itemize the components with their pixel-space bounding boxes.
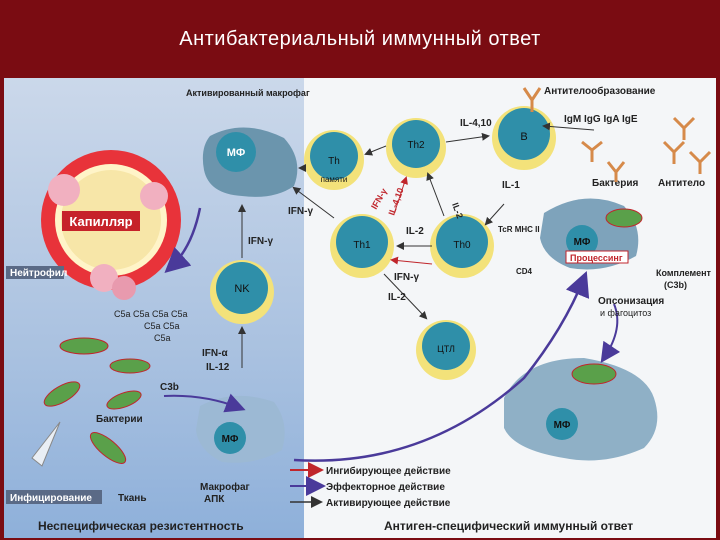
th0-label: Th0 — [453, 240, 471, 251]
th2-label: Th2 — [407, 140, 425, 151]
complement-label: Комплемент — [656, 268, 712, 278]
neutrophil-label-bg — [6, 266, 64, 279]
apc-label: АПК — [204, 494, 225, 505]
complement-c3b-label: (C3b) — [664, 280, 687, 290]
neutrophil-cell — [48, 174, 80, 206]
slide-title: Антибактериальный иммунный ответ — [179, 28, 541, 50]
ifn-alpha-label: IFN-α — [202, 348, 228, 359]
cd4-label: CD4 — [516, 267, 533, 276]
th1-label: Th1 — [353, 240, 371, 251]
capillary: Капилляр — [41, 150, 181, 300]
nonspecific-label: Неспецифическая резистентность — [38, 519, 244, 533]
cytokine-label: IL-4,10 — [460, 118, 492, 129]
activated-macrophage-label: Активированный макрофаг — [186, 88, 310, 98]
legend-effector: Эффекторное действие — [326, 481, 445, 493]
infection-label: Инфицирование — [10, 492, 92, 504]
cytokine-label: IFN-γ — [369, 187, 389, 211]
capillary-label: Капилляр — [69, 214, 132, 229]
bacterium — [571, 363, 617, 385]
memory-label: памяти — [321, 175, 348, 184]
processing-label: Процессинг — [570, 253, 623, 263]
needle — [31, 421, 61, 467]
mf-label: МФ — [222, 434, 239, 445]
cytokine-label: IFN-γ — [394, 272, 419, 283]
mf-label: МФ — [554, 420, 571, 431]
cytokine-label: IL-1 — [502, 180, 520, 191]
cytokine-label: IL-2 — [388, 292, 406, 303]
cytokine-label: IFN-γ — [288, 206, 313, 217]
legend-inhibit: Ингибирующее действие — [326, 465, 451, 477]
arrows — [163, 122, 621, 462]
cytokine-label: IL-4,10 — [386, 186, 405, 216]
antibody-label: Антитело — [658, 178, 705, 189]
il12-label: IL-12 — [206, 362, 230, 373]
bacteria-left-label: Бактерии — [96, 414, 143, 425]
b-label: В — [520, 131, 527, 143]
opsonization-label: Опсонизация — [598, 296, 664, 307]
antibody-formation-label: Антителообразование — [544, 85, 656, 97]
cytokine-label: IFN-γ — [248, 236, 273, 247]
antigen-specific-label: Антиген-специфический иммунный ответ — [384, 519, 633, 533]
nk-label: NK — [234, 283, 250, 295]
diagram-panel: Капилляр Нейтрофил C5a C5a C5a C5a C5a C… — [4, 78, 716, 538]
mf-label: МФ — [227, 147, 246, 159]
phagocytosing-macrophage — [504, 358, 658, 461]
legend: Ингибирующее действие Эффекторное действ… — [290, 462, 451, 509]
c5a-label: C5a C5a — [144, 321, 180, 331]
antibody-shapes — [522, 87, 712, 182]
slide-header: Антибактериальный иммунный ответ — [0, 0, 720, 78]
c5a-label: C5a — [154, 333, 171, 343]
diagram-svg: Капилляр Нейтрофил C5a C5a C5a C5a C5a C… — [6, 85, 712, 533]
ctl-label: ЦТЛ — [437, 344, 455, 354]
neutrophil-label: Нейтрофил — [10, 267, 67, 279]
legend-activate: Активирующее действие — [326, 498, 451, 509]
infection-label-bg — [6, 490, 102, 504]
macrophage-apc-label: Макрофаг — [200, 481, 250, 493]
tcr-label: TcR MHC II — [498, 225, 540, 234]
cytokine-label: IL-2 — [406, 226, 424, 237]
bacterium — [605, 208, 643, 228]
tissue-label: Ткань — [118, 493, 146, 504]
phagocytosis-label: и фагоцитоз — [600, 308, 651, 318]
neutrophil-cell — [112, 276, 136, 300]
capillary-label-bg — [62, 211, 140, 231]
c5a-label: C5a C5a C5a C5a — [114, 309, 188, 319]
c3b-label: C3b — [160, 382, 179, 393]
bacterium-label: Бактерия — [592, 178, 638, 189]
neutrophil-cell — [140, 182, 168, 210]
th-label: Th — [328, 156, 340, 167]
bacteria-group — [43, 337, 151, 464]
processing-box — [565, 250, 629, 264]
ig-label: IgM IgG IgA IgE — [564, 114, 638, 125]
neutrophil-cell — [90, 264, 118, 292]
mf-label: МФ — [574, 237, 591, 248]
